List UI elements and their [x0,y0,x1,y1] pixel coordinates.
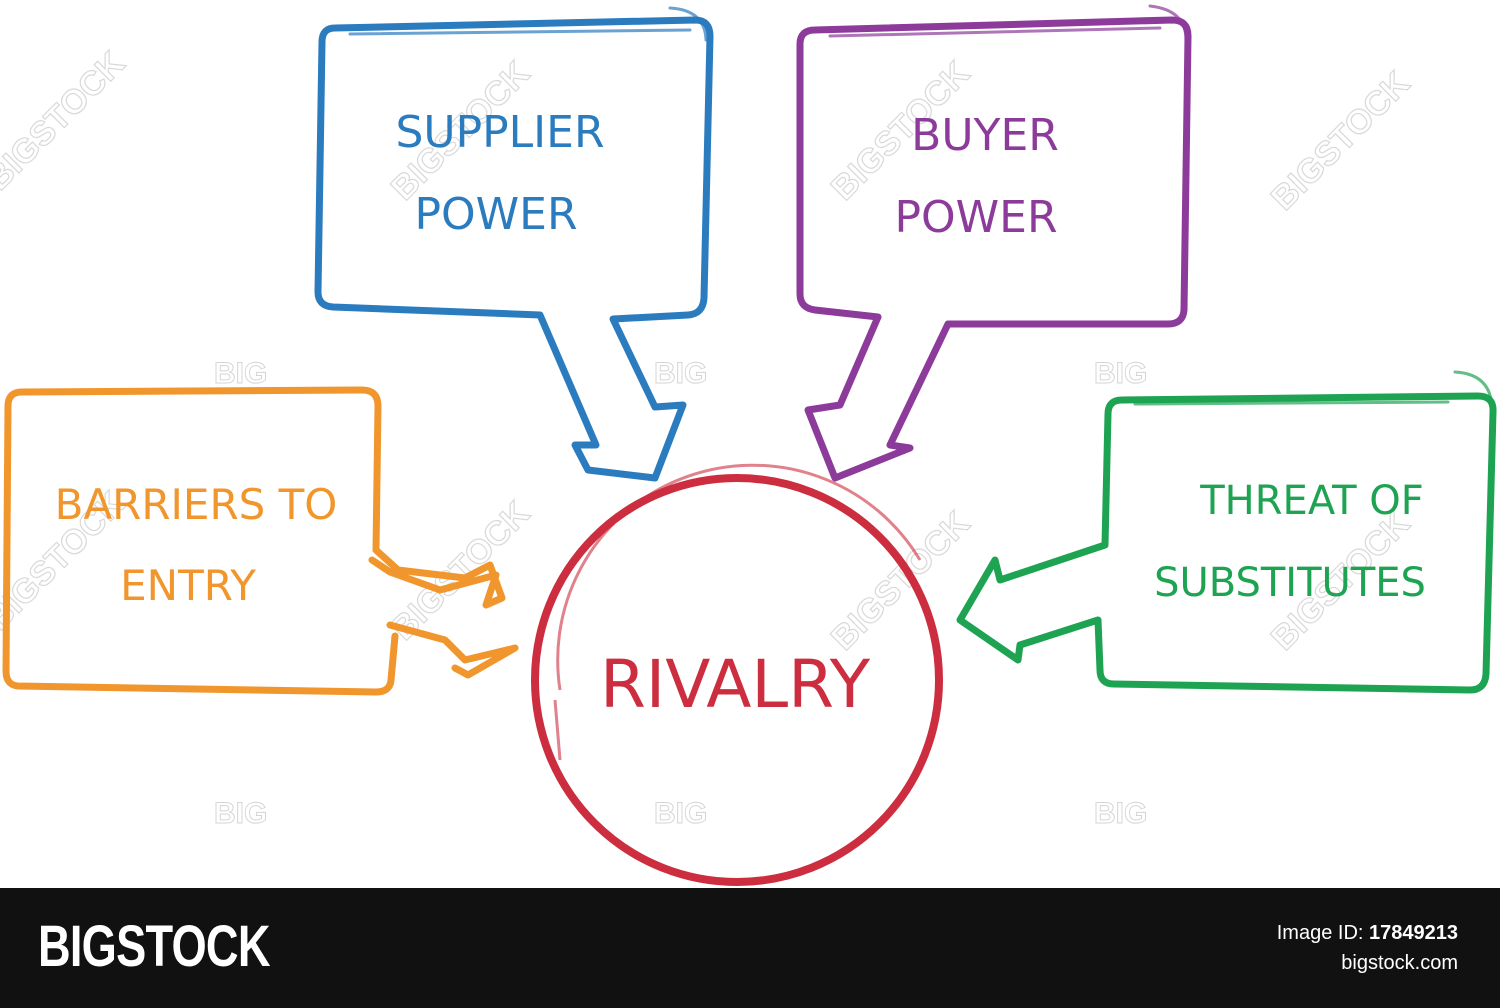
barriers-callout-shape [18,386,506,609]
watermark-big-text: BIG [214,357,267,390]
bigstock-logo: BIGSTOCK [38,914,271,979]
substitutes-callout-shape [956,392,1497,694]
rivalry-node: RIVALRY [531,463,943,886]
watermark-big-text: BIG [1094,357,1147,390]
supplier-label-line2: POWER [414,189,577,240]
barriers-label-line2: ENTRY [120,561,256,610]
rivalry-circle [531,474,943,886]
watermark-big-text: BIG [214,797,267,830]
watermark-big-text: BIG [1094,797,1147,830]
buyer-label-line1: BUYER [911,110,1059,161]
barriers-label-line1: BARRIERS TO [55,480,338,529]
substitutes-label-line1: THREAT OF [1199,478,1423,524]
image-id-value: 17849213 [1369,922,1458,944]
site-url: bigstock.com [1341,952,1458,974]
image-id-block: Image ID: 17849213 bigstock.com [1277,918,1458,978]
buyer-power-callout: BUYER POWER [796,4,1192,482]
supplier-power-callout: SUPPLIER POWER [314,6,714,482]
watermark-stock-text: BIGSTOCK [824,504,978,658]
buyer-label-line2: POWER [894,192,1057,243]
supplier-callout-stroke [348,6,708,42]
watermark-big-text: BIG [654,357,707,390]
watermark-small: BIG BIG BIG BIG BIG BIG [214,357,1148,831]
supplier-callout-shape [314,16,714,482]
buyer-callout-shape [796,16,1192,482]
stock-footer-bar: BIGSTOCK Image ID: 17849213 bigstock.com [0,888,1500,1008]
supplier-label-line1: SUPPLIER [395,107,604,158]
substitutes-label-line2: SUBSTITUTES [1154,560,1426,606]
watermark-stock-text: BIGSTOCK [0,44,132,198]
diagram-canvas: BIG BIG BIG BIG BIG BIG BIGSTOCK BIGSTOC… [0,4,1497,886]
barriers-callout-shape-lower [2,388,399,696]
barriers-to-entry-callout: BARRIERS TO ENTRY [2,386,519,696]
rivalry-label: RIVALRY [600,646,871,723]
image-id-label: Image ID: [1276,922,1364,944]
image-id-line: Image ID: 17849213 [1277,918,1458,948]
barriers-callout-arrow [386,621,519,679]
rivalry-circle-stroke [553,463,922,761]
watermark-stock-text: BIGSTOCK [1264,64,1418,218]
threat-of-substitutes-callout: THREAT OF SUBSTITUTES [956,370,1497,694]
watermark-big-text: BIG [654,797,707,830]
buyer-callout-stroke [828,4,1188,42]
substitutes-callout-stroke [1133,370,1494,412]
